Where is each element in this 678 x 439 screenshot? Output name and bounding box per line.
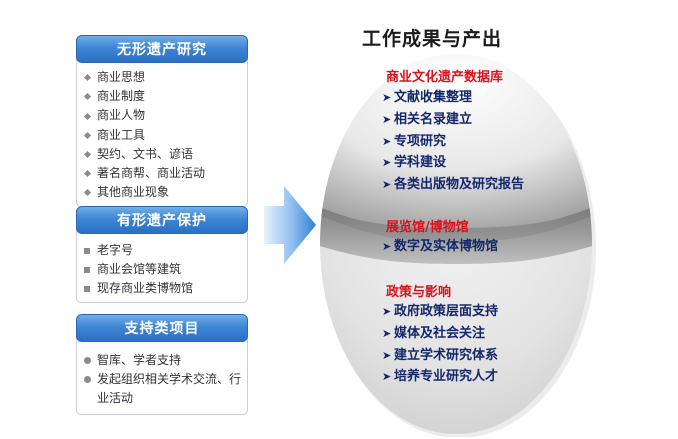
chevron-right-icon: ➤ — [382, 178, 392, 192]
group-intangible-list: 商业思想 商业制度 商业人物 商业工具 契约、文书、谚语 著名商帮、商业活动 其… — [77, 48, 247, 202]
list-item: 商业思想 — [77, 68, 247, 87]
list-item: 著名商帮、商业活动 — [77, 164, 247, 183]
group-intangible-heritage: 商业思想 商业制度 商业人物 商业工具 契约、文书、谚语 著名商帮、商业活动 其… — [76, 47, 248, 207]
list-item-label: 相关名录建立 — [394, 111, 473, 127]
list-item: 现存商业类博物馆 — [77, 279, 247, 298]
circle-bullet-icon — [77, 370, 97, 389]
chevron-right-icon: ➤ — [382, 326, 392, 340]
egg-background — [320, 54, 596, 437]
list-item: ➤文献收集整理 — [382, 87, 524, 109]
list-item-label: 商业制度 — [97, 89, 146, 104]
list-item-label: 商业人物 — [97, 108, 146, 123]
list-item: 智库、学者支持 — [77, 351, 247, 370]
list-item-label: 其他商业现象 — [97, 185, 170, 200]
circle-bullet-icon — [77, 351, 97, 370]
list-item-label: 老字号 — [97, 243, 134, 257]
square-bullet-icon — [77, 279, 97, 298]
list-item: ➤相关名录建立 — [382, 109, 524, 131]
chevron-right-icon: ➤ — [382, 348, 392, 362]
list-item: 商业人物 — [77, 106, 247, 125]
group-header-support: 支持类项目 — [76, 314, 248, 342]
list-item: ➤建立学术研究体系 — [382, 345, 498, 367]
square-bullet-icon — [77, 260, 97, 279]
chevron-right-icon: ➤ — [382, 112, 392, 126]
diamond-bullet-icon — [77, 126, 97, 145]
list-item-label: 现存商业类博物馆 — [97, 281, 194, 296]
list-item: 商业工具 — [77, 126, 247, 145]
group-support-list: 智库、学者支持 发起组织相关学术交流、行业活动 — [77, 323, 247, 409]
list-item: ➤媒体及社会关注 — [382, 323, 498, 345]
chevron-right-icon: ➤ — [382, 91, 392, 104]
group-tangible-list: 老字号 商业会馆等建筑 现存商业类博物馆 — [77, 215, 247, 299]
list-item-label: 专项研究 — [394, 133, 447, 149]
list-item-label: 智库、学者支持 — [97, 353, 182, 367]
chevron-right-icon: ➤ — [382, 156, 392, 170]
list-item-label: 发起组织相关学术交流、行业活动 — [97, 372, 242, 406]
list-item-label: 商业会馆等建筑 — [97, 262, 182, 277]
diamond-bullet-icon — [77, 106, 97, 125]
list-item: 商业制度 — [77, 87, 247, 106]
list-item-label: 建立学术研究体系 — [394, 347, 499, 363]
diamond-bullet-icon — [77, 183, 97, 202]
page-title: 工作成果与产出 — [362, 28, 503, 50]
list-item-label: 培养专业研究人才 — [394, 369, 499, 385]
list-item-label: 商业思想 — [97, 70, 146, 84]
list-item-label: 著名商帮、商业活动 — [97, 166, 206, 181]
list-item: ➤专项研究 — [382, 131, 524, 153]
right-arrow-icon — [264, 186, 316, 264]
list-item: ➤培养专业研究人才 — [382, 366, 498, 388]
list-item-label: 媒体及社会关注 — [394, 325, 486, 341]
list-item-label: 商业工具 — [97, 127, 146, 142]
list-item-label: 数字及实体博物馆 — [394, 239, 499, 254]
list-item-label: 文献收集整理 — [394, 90, 473, 105]
diamond-bullet-icon — [77, 164, 97, 183]
chevron-right-icon: ➤ — [382, 134, 392, 148]
chevron-right-icon: ➤ — [382, 305, 392, 318]
list-item: 商业会馆等建筑 — [77, 260, 247, 279]
diamond-bullet-icon — [77, 145, 97, 164]
section-policy-list: ➤政府政策层面支持 ➤媒体及社会关注 ➤建立学术研究体系 ➤培养专业研究人才 — [382, 301, 498, 388]
list-item: ➤政府政策层面支持 — [382, 301, 498, 323]
section-title-database: 商业文化遗产数据库 — [386, 70, 504, 85]
diamond-bullet-icon — [77, 87, 97, 106]
section-museum-list: ➤数字及实体博物馆 — [382, 236, 498, 258]
diamond-bullet-icon — [77, 68, 97, 87]
chevron-right-icon: ➤ — [382, 370, 392, 384]
list-item-label: 政府政策层面支持 — [394, 304, 499, 319]
list-item: 契约、文书、谚语 — [77, 145, 247, 164]
group-header-tangible: 有形遗产保护 — [76, 206, 248, 234]
list-item: 老字号 — [77, 241, 247, 260]
list-item: ➤学科建设 — [382, 152, 524, 174]
list-item-label: 学科建设 — [394, 155, 447, 171]
list-item: ➤各类出版物及研究报告 — [382, 174, 524, 196]
square-bullet-icon — [77, 241, 97, 260]
group-header-intangible: 无形遗产研究 — [76, 35, 248, 63]
section-title-policy: 政策与影响 — [386, 285, 452, 300]
list-item: ➤数字及实体博物馆 — [382, 236, 498, 258]
chevron-right-icon: ➤ — [382, 240, 392, 253]
section-title-museum: 展览馆/博物馆 — [386, 220, 469, 235]
list-item: 发起组织相关学术交流、行业活动 — [77, 370, 247, 408]
section-database-list: ➤文献收集整理 ➤相关名录建立 ➤专项研究 ➤学科建设 ➤各类出版物及研究报告 — [382, 87, 524, 196]
list-item-label: 契约、文书、谚语 — [97, 146, 194, 161]
list-item-label: 各类出版物及研究报告 — [394, 177, 525, 193]
list-item: 其他商业现象 — [77, 183, 247, 202]
